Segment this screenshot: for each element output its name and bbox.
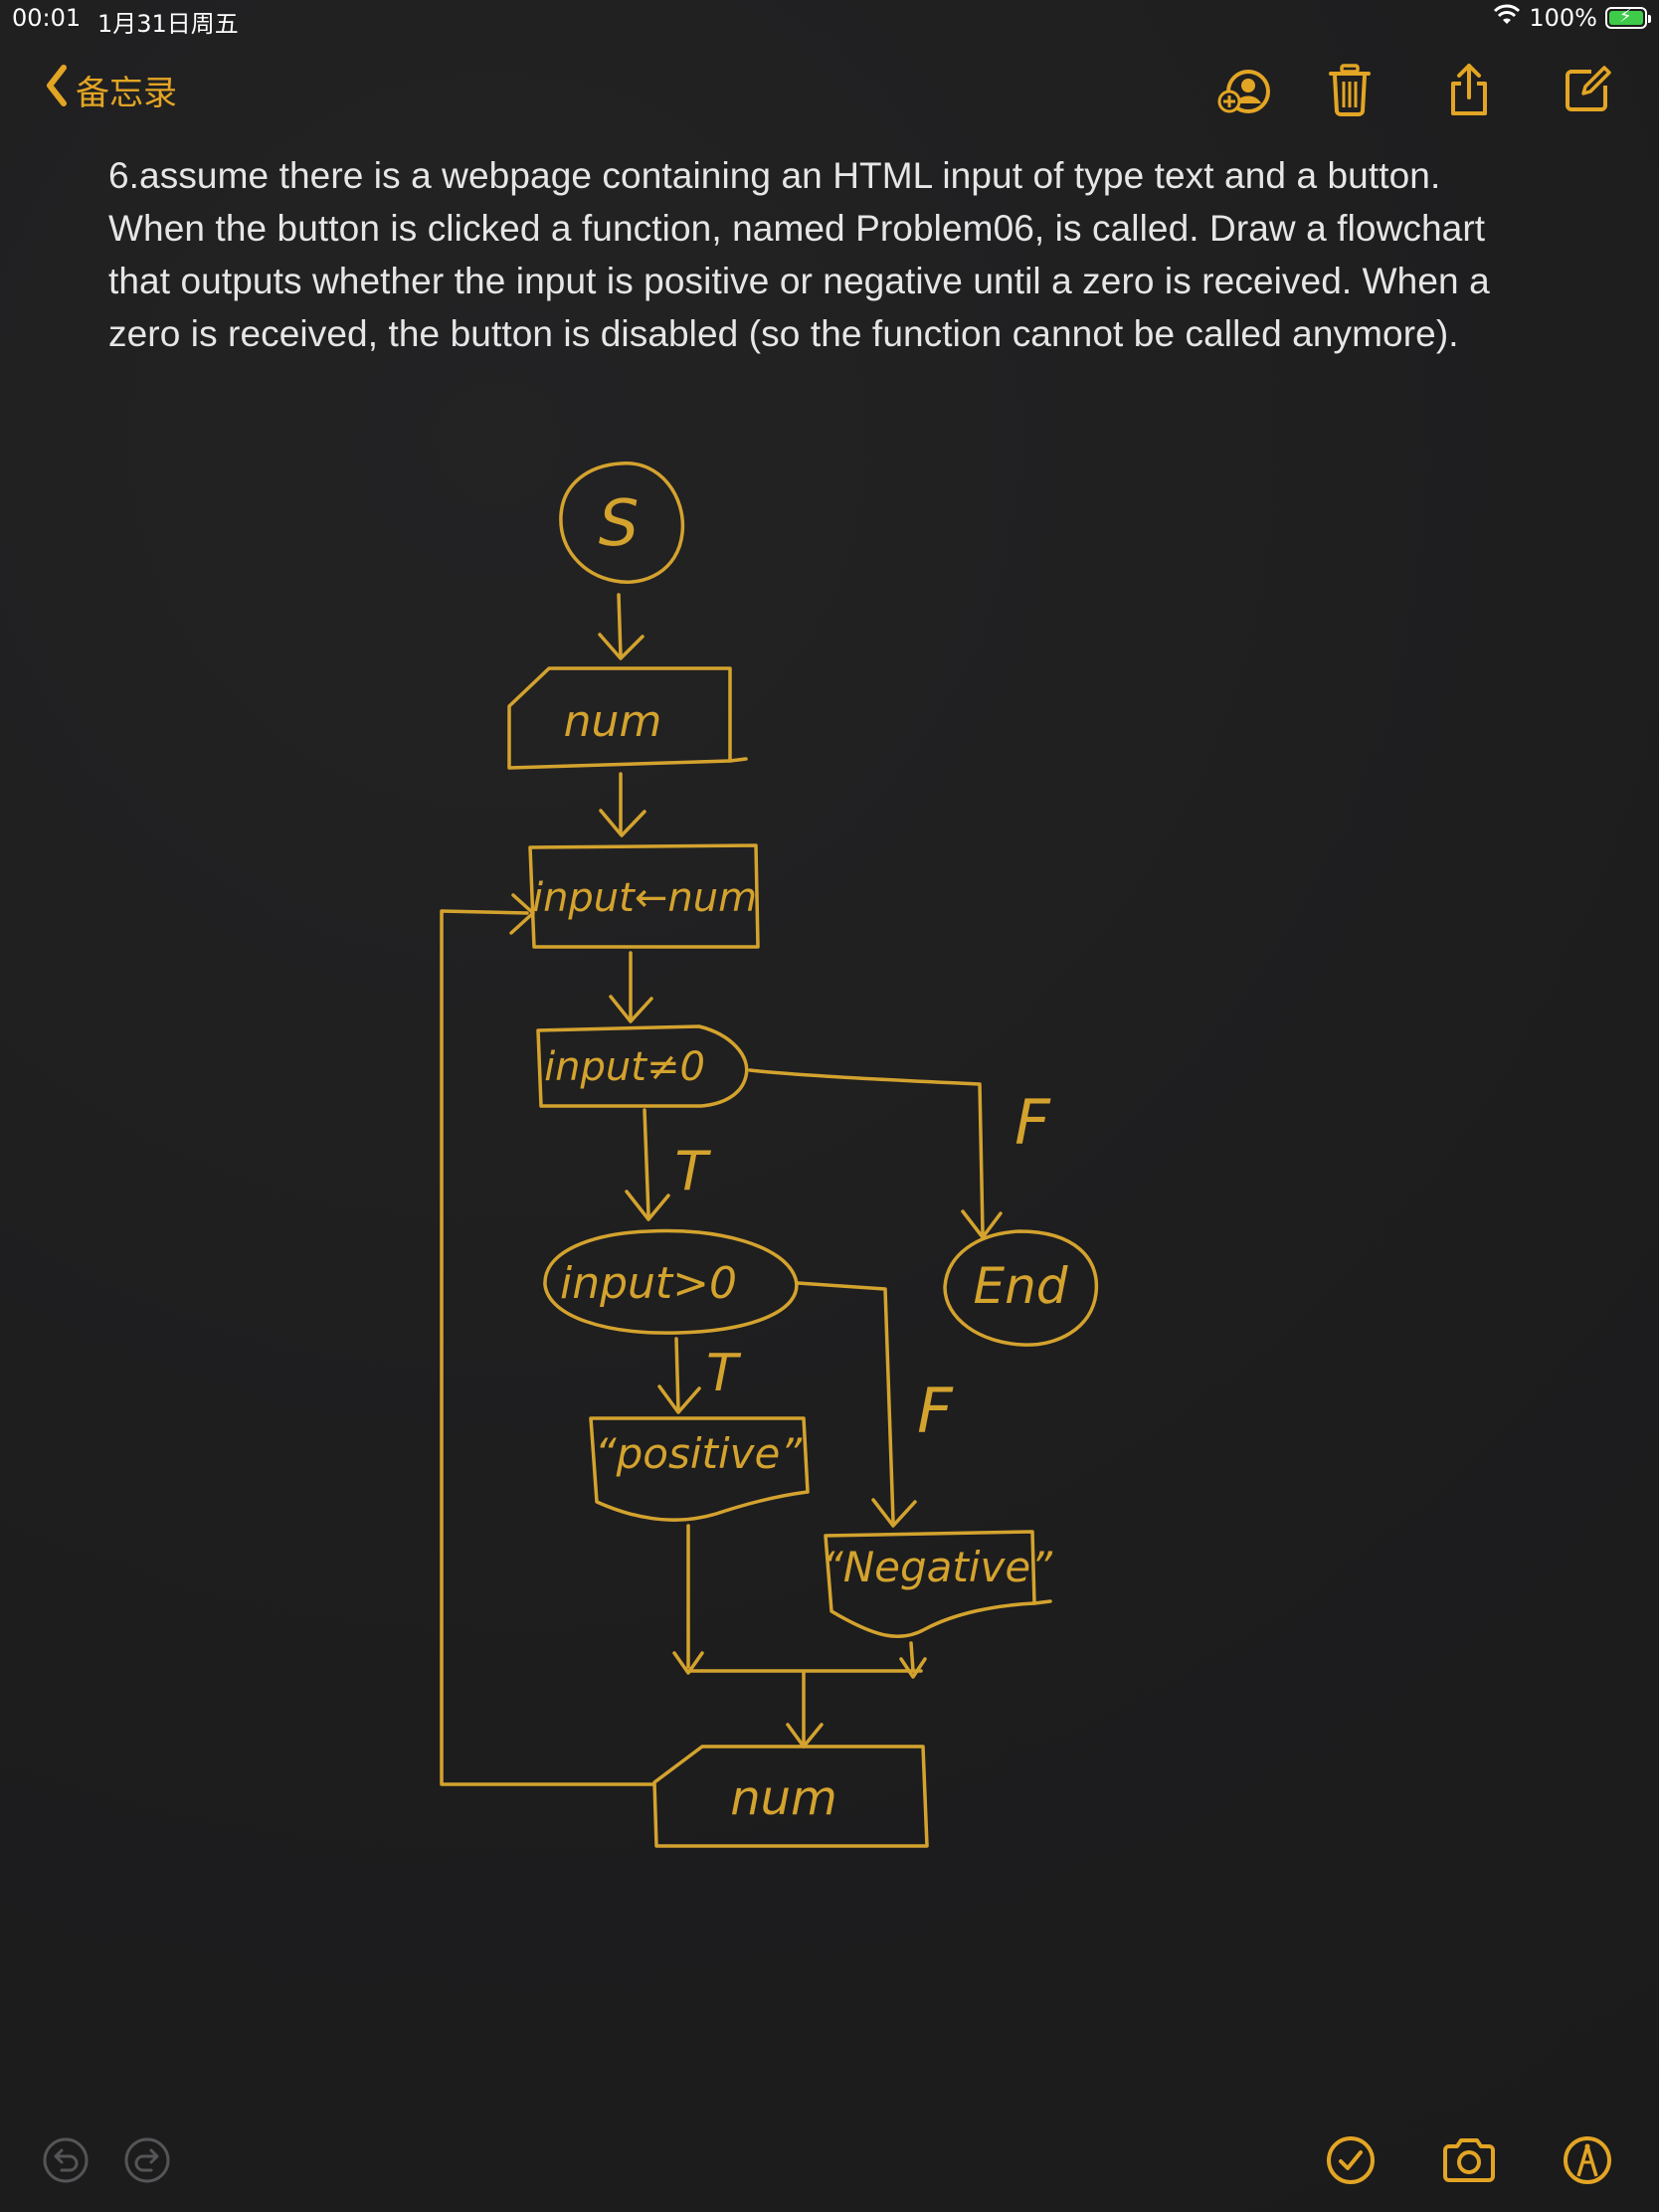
arrow-process-to-decision1 <box>609 951 653 1023</box>
redo-icon[interactable] <box>117 2130 177 2190</box>
negative-output-node <box>824 1530 1052 1639</box>
trash-icon[interactable] <box>1320 60 1380 119</box>
loop-back-line <box>440 893 654 1786</box>
decision2-false-label: F <box>917 1375 954 1447</box>
markup-icon[interactable] <box>1558 2130 1617 2190</box>
status-time: 00:01 <box>12 4 82 32</box>
decision1-true-label: T <box>675 1140 712 1202</box>
wifi-icon <box>1493 4 1521 32</box>
note-line: 6.assume there is a webpage containing a… <box>108 155 1441 196</box>
decision2-label: input>0 <box>560 1258 737 1309</box>
loop-input-label: num <box>730 1770 837 1826</box>
negative-label: “Negative” <box>822 1543 1053 1591</box>
decision1-false-label: F <box>1014 1086 1051 1159</box>
battery-percent: 100% <box>1529 4 1597 32</box>
input-label: num <box>564 696 662 747</box>
share-icon[interactable] <box>1439 60 1499 119</box>
process-label: input←num <box>532 875 757 921</box>
process-node <box>528 843 760 949</box>
arrow-join-to-loop-input <box>786 1671 824 1749</box>
decision1-node <box>536 1024 749 1108</box>
add-people-icon[interactable] <box>1213 60 1273 119</box>
arrow-start-to-input <box>598 593 645 660</box>
end-label: End <box>973 1257 1067 1315</box>
arrow-negative-to-join <box>899 1641 927 1679</box>
positive-label: “positive” <box>595 1429 803 1478</box>
bolt-icon: ⚡ <box>1619 6 1632 27</box>
end-node <box>943 1229 1099 1347</box>
undo-icon[interactable] <box>36 2130 95 2190</box>
arrow-positive-to-join <box>672 1524 704 1675</box>
status-bar: 00:01 1月31日周五 100% ⚡ <box>0 0 1659 40</box>
note-body-text[interactable]: 6.assume there is a webpage containing a… <box>108 149 1561 360</box>
back-button[interactable]: 备忘录 <box>44 64 177 116</box>
camera-icon[interactable] <box>1439 2130 1499 2190</box>
back-button-label: 备忘录 <box>76 74 177 113</box>
arrow-input-to-process <box>599 772 646 837</box>
decision1-label: input≠0 <box>544 1044 705 1090</box>
status-right: 100% ⚡ <box>1493 4 1651 32</box>
decision2-node <box>543 1228 799 1335</box>
checklist-icon[interactable] <box>1321 2130 1381 2190</box>
status-date: 1月31日周五 <box>97 10 239 38</box>
note-line: that outputs whether the input is positi… <box>108 261 1490 301</box>
note-line: When the button is clicked a function, n… <box>108 208 1486 249</box>
input-node <box>507 666 748 770</box>
start-node <box>559 461 685 584</box>
arrow-decision2-true <box>657 1337 701 1414</box>
loop-input-node <box>652 1745 929 1848</box>
arrow-decision1-true <box>625 1108 670 1221</box>
note-line: zero is received, the button is disabled… <box>108 313 1459 354</box>
arrow-decision2-false <box>796 1281 917 1528</box>
battery-fill <box>1609 11 1643 25</box>
back-chevron-icon <box>44 64 70 116</box>
positive-output-node <box>589 1416 810 1522</box>
battery-charging-icon: ⚡ <box>1605 6 1651 29</box>
start-label: S <box>599 487 640 561</box>
compose-icon[interactable] <box>1558 60 1617 119</box>
decision2-true-label: T <box>706 1344 742 1403</box>
arrow-decision1-false <box>748 1068 1003 1239</box>
